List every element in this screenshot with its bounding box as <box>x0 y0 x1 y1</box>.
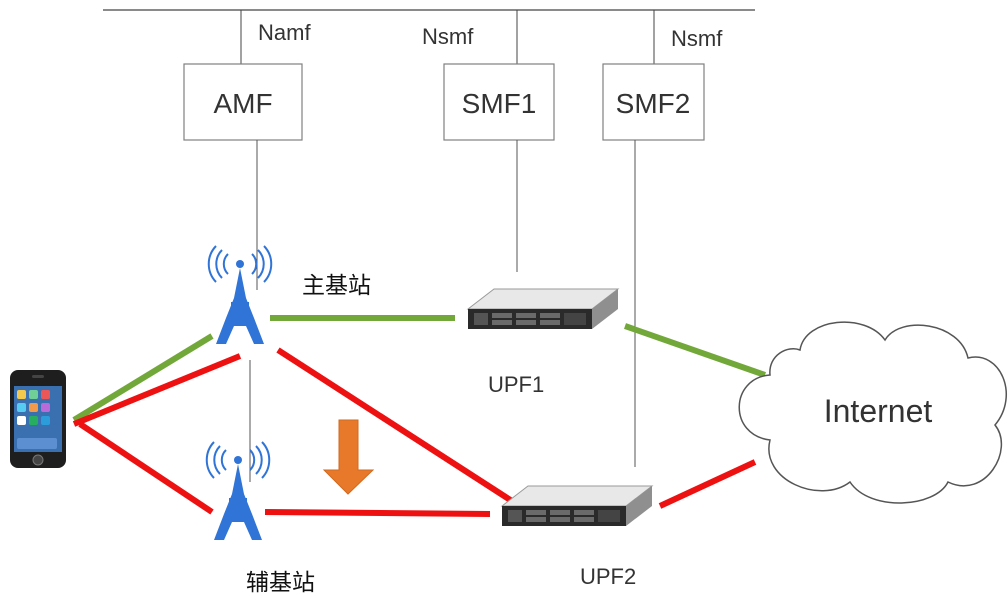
namf-label: Namf <box>258 20 311 45</box>
primary-tower-icon <box>207 245 273 345</box>
smartphone-icon <box>10 370 66 468</box>
upf2-label: UPF2 <box>580 564 636 589</box>
nsmf1-label: Nsmf <box>422 24 474 49</box>
upf1-label: UPF1 <box>488 372 544 397</box>
smf2-label: SMF2 <box>616 88 691 119</box>
amf-box <box>183 63 303 141</box>
internet-label: Internet <box>824 393 933 429</box>
amf-label: AMF <box>213 88 272 119</box>
nsmf2-label: Nsmf <box>671 26 723 51</box>
smf1-label: SMF1 <box>462 88 537 119</box>
down-arrow-icon <box>322 419 375 495</box>
secondary-station-label: 辅基站 <box>246 570 315 596</box>
cloud-icon <box>738 321 1007 504</box>
primary-station-label: 主基站 <box>302 273 371 299</box>
upf1-server-icon <box>467 288 619 330</box>
upf2-server-icon <box>501 485 653 527</box>
red-path <box>72 347 757 517</box>
secondary-tower-icon <box>205 441 271 541</box>
green-path <box>72 315 766 423</box>
smf1-box <box>443 63 555 141</box>
smf2-box <box>602 63 705 141</box>
